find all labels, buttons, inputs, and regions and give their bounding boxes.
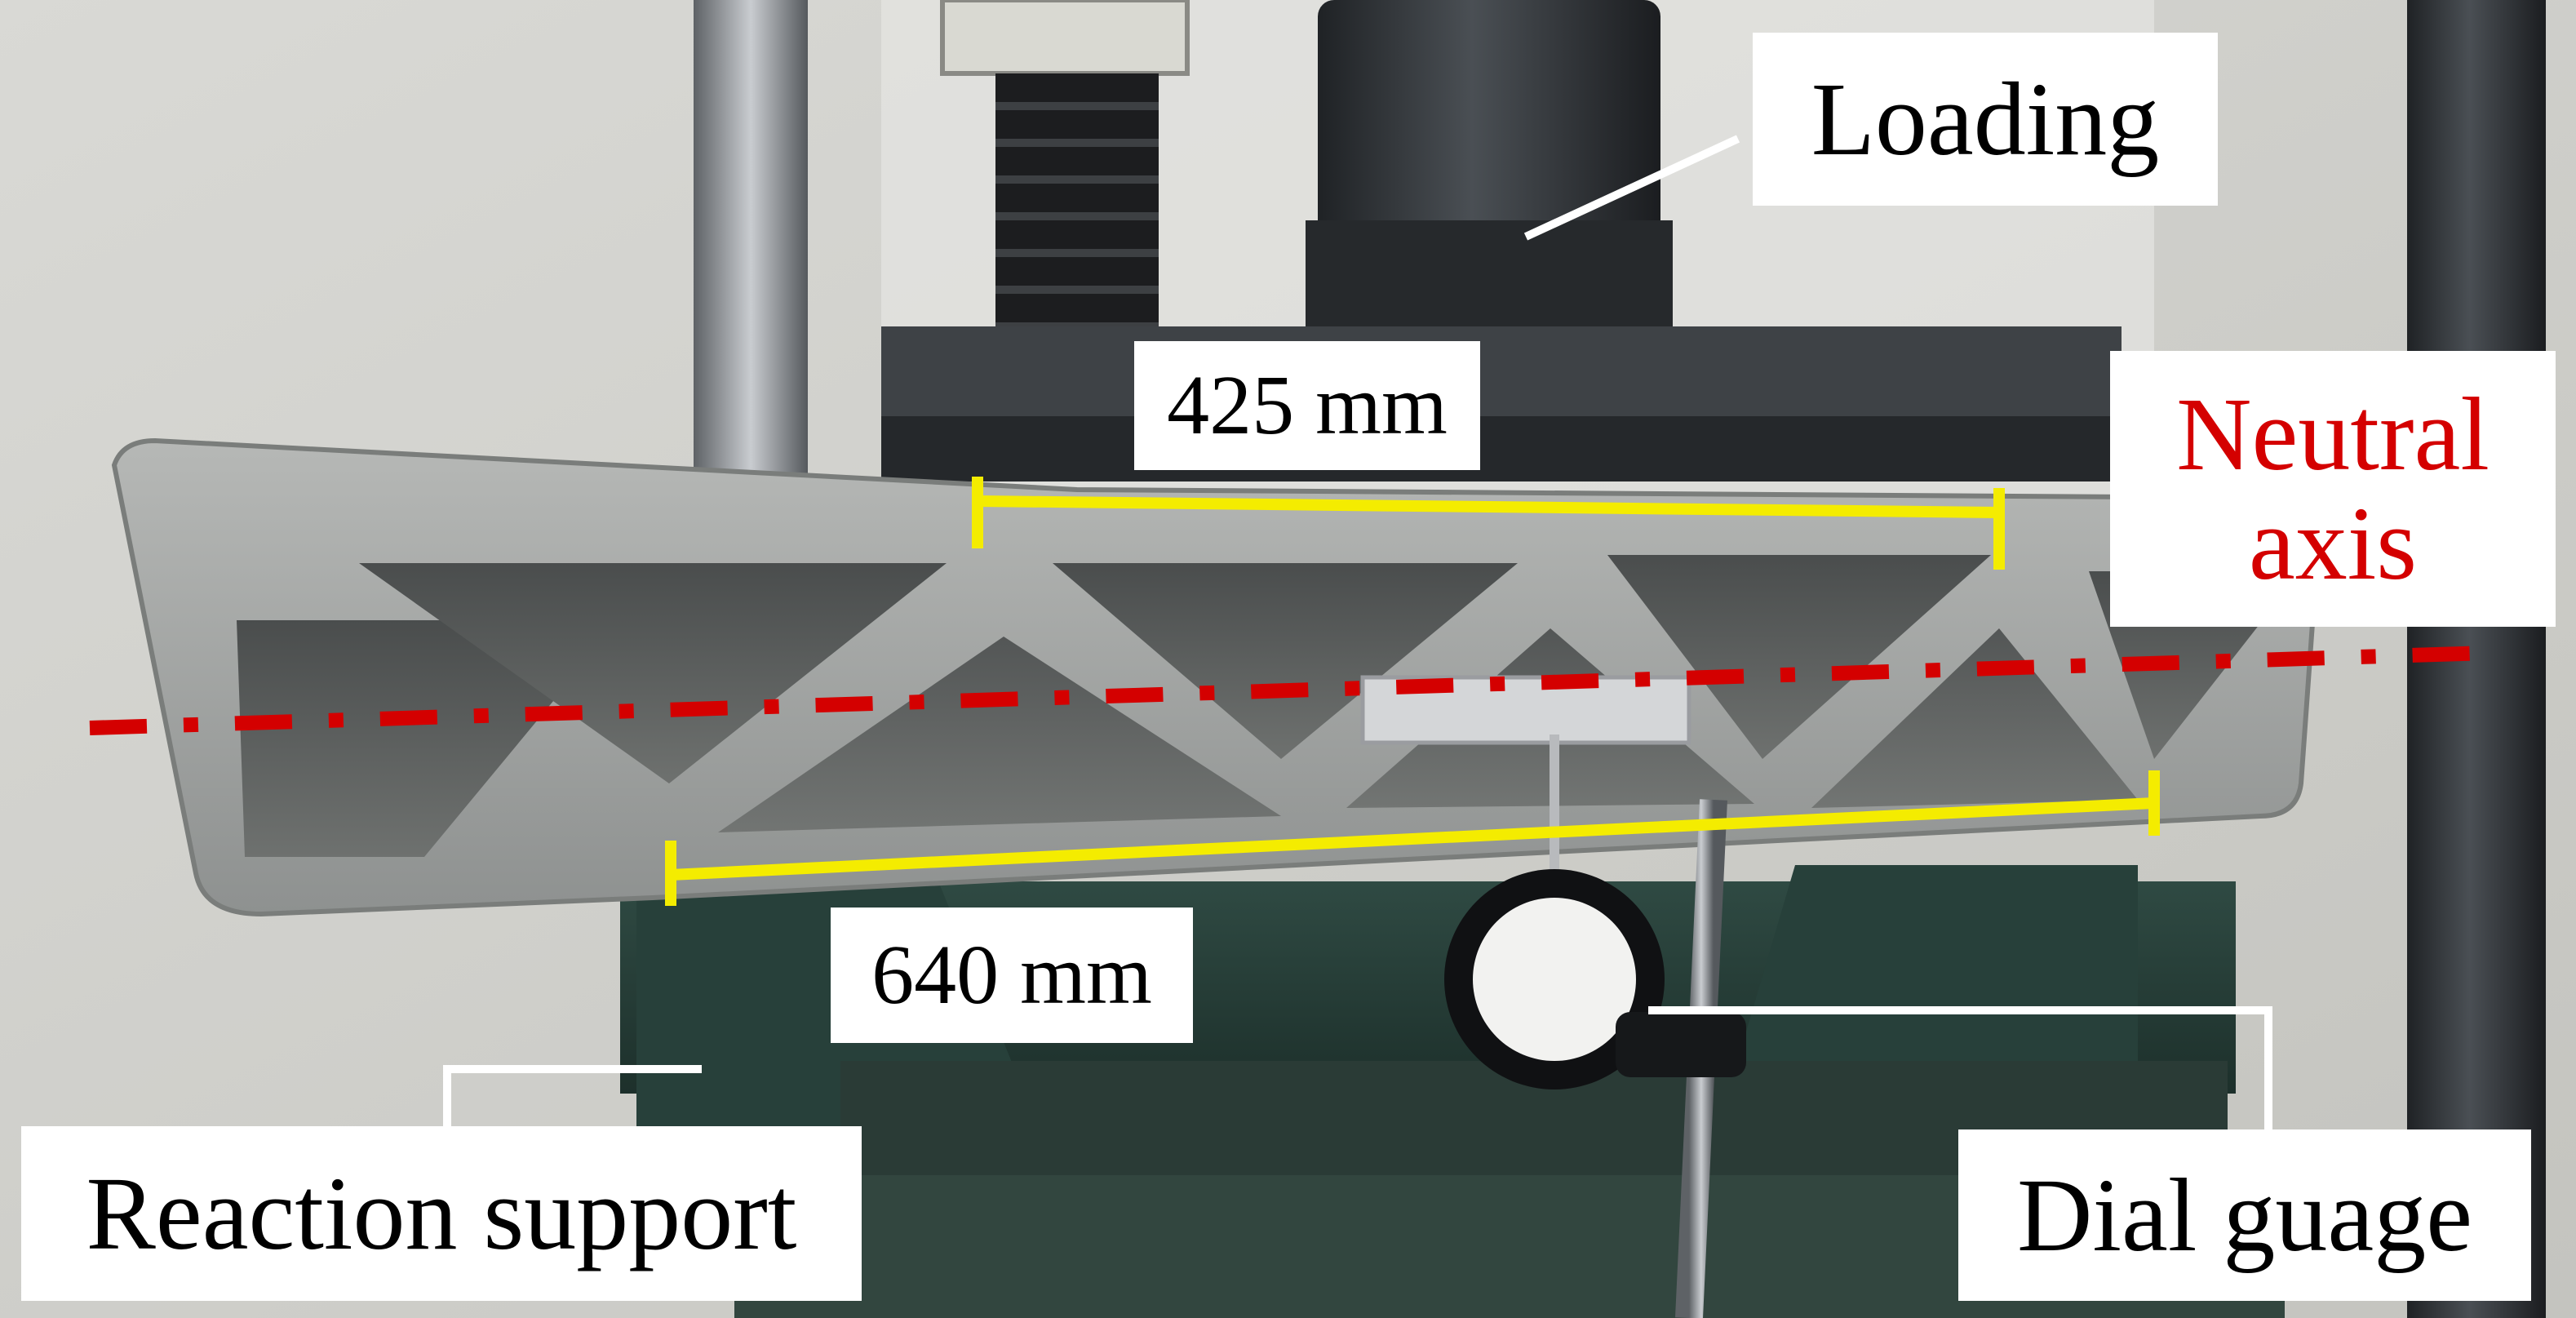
span-640-label: 640 mm: [831, 908, 1193, 1043]
dial-gauge-leader-line: [1648, 1006, 2272, 1133]
neutral-axis-label: Neutral axis: [2110, 351, 2556, 627]
reaction-support-label-text: Reaction support: [86, 1155, 797, 1271]
neutral-axis-label-line2: axis: [2248, 486, 2418, 601]
loading-ram: [881, 0, 2122, 481]
loading-label: Loading: [1753, 33, 2218, 206]
dial-gauge-label: Dial guage: [1958, 1129, 2531, 1301]
reaction-support-leader-line: [443, 1065, 702, 1130]
truss-beam: [111, 437, 2321, 917]
neutral-axis-line: [89, 646, 2490, 735]
threaded-rod: [940, 0, 1190, 367]
neutral-axis-label-line1: Neutral: [2176, 375, 2490, 492]
loading-label-text: Loading: [1811, 60, 2160, 177]
reaction-support-label: Reaction support: [21, 1126, 862, 1301]
dimension-640-mm: [665, 770, 2160, 906]
span-425-label-text: 425 mm: [1167, 358, 1448, 453]
span-640-label-text: 640 mm: [871, 928, 1152, 1023]
dimension-425-mm: [972, 477, 2005, 570]
span-425-label: 425 mm: [1134, 341, 1480, 470]
loading-leader-line: [1523, 135, 1740, 241]
dial-gauge-label-text: Dial guage: [2017, 1156, 2472, 1273]
